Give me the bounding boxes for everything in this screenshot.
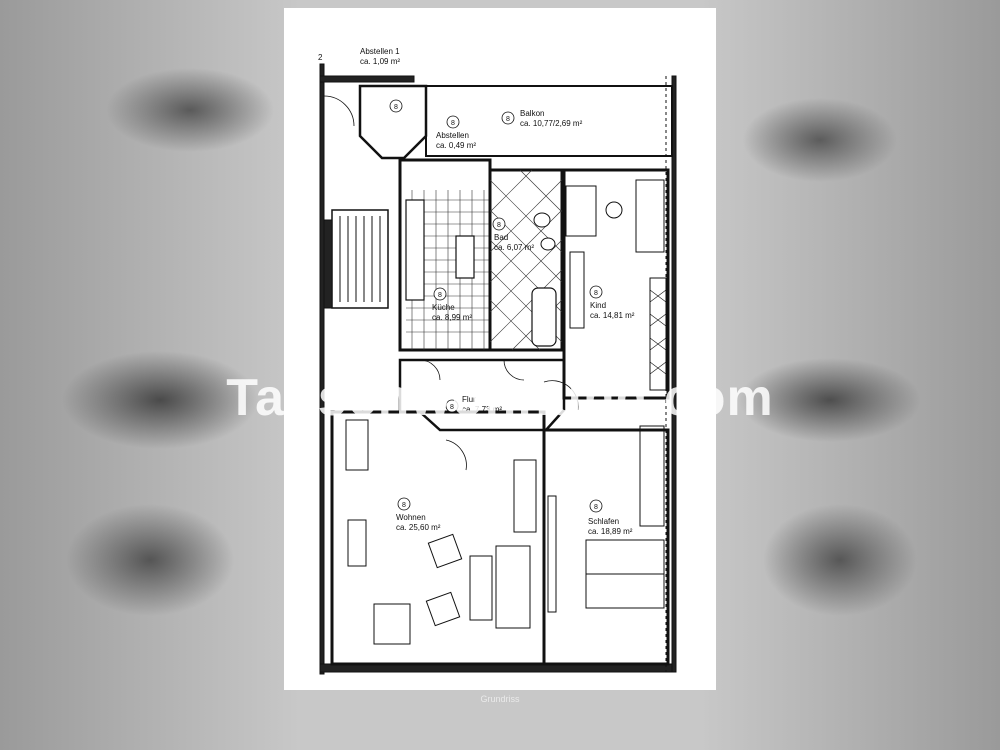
room-number-badge [446, 115, 460, 129]
room-number-badge [501, 111, 515, 125]
staircase [323, 209, 389, 309]
outer-wall-right [671, 75, 677, 673]
kind-shelf [569, 251, 585, 329]
schlafen-shelf [547, 495, 557, 613]
room-number: 8 [594, 290, 598, 297]
room-number: 8 [394, 104, 398, 111]
kind-chair [605, 201, 623, 219]
room-name-schlafen: Schlafen [588, 517, 619, 526]
room-number: 8 [450, 404, 454, 411]
room-name-kind: Kind [590, 301, 606, 310]
room-number: 8 [402, 502, 406, 509]
kind-wardrobe [649, 277, 667, 391]
room-name-abstellen1: Abstellen 1 [360, 47, 400, 56]
room-number-badge [492, 217, 506, 231]
kind-desk [565, 185, 597, 237]
sofa [495, 545, 531, 629]
room-number: 8 [506, 116, 510, 123]
room-name-kueche: Küche [432, 303, 455, 312]
room-area-flur: ca. 7,73 m² [462, 405, 502, 414]
room-number-badge [445, 399, 459, 413]
room-number-badge [589, 499, 603, 513]
abstellen-walls [358, 84, 428, 160]
bath-sink [533, 212, 551, 228]
room-area-abstellen: ca. 0,49 m² [436, 141, 476, 150]
room-area-kind: ca. 14,81 m² [590, 311, 635, 320]
room-number-badge [433, 287, 447, 301]
schlafen-wardrobe [639, 425, 665, 527]
watermark: Tauschwohnung.com [226, 369, 774, 427]
room-number-badge [389, 99, 403, 113]
room-name-flur: Flur [462, 395, 476, 404]
dining-table [373, 603, 411, 645]
room-name-bad: Bad [494, 233, 508, 242]
room-number: 8 [594, 504, 598, 511]
room-number: 8 [497, 222, 501, 229]
room-number-badge [397, 497, 411, 511]
room-number: 8 [438, 292, 442, 299]
room-area-wohnen: ca. 25,60 m² [396, 523, 441, 532]
wohnen-sideboard [347, 519, 367, 567]
wohnen-walls [330, 410, 546, 666]
room-area-balkon: ca. 10,77/2,69 m² [520, 119, 583, 128]
kitchen-counter [405, 199, 425, 301]
room-number: 8 [451, 120, 455, 127]
coffee-table [469, 555, 493, 621]
kitchen-table [455, 235, 475, 279]
image-caption: Grundriss [480, 694, 520, 704]
room-name-wohnen: Wohnen [396, 513, 426, 522]
room-name-abstellen: Abstellen [436, 131, 469, 140]
floor-plan: 2 Abstellen 1 ca. 1,09 m² Abstellen ca. … [318, 47, 677, 675]
entry-door [323, 95, 355, 127]
outer-wall-left [319, 63, 325, 675]
schlafen-walls [542, 428, 670, 666]
armchair-2 [425, 591, 461, 627]
wohnen-cabinet [345, 419, 369, 471]
plan-corner-mark: 2 [318, 53, 323, 62]
room-area-bad: ca. 6,07 m² [494, 243, 534, 252]
room-area-kueche: ca. 8,99 m² [432, 313, 472, 322]
room-name-balkon: Balkon [520, 109, 544, 118]
room-area-abstellen1: ca. 1,09 m² [360, 57, 400, 66]
kind-bed [635, 179, 665, 253]
bath-walls [488, 168, 564, 352]
bathtub [531, 287, 557, 347]
room-number-badge [589, 285, 603, 299]
armchair-1 [427, 533, 463, 569]
wohnen-shelf [513, 459, 537, 533]
room-area-schlafen: ca. 18,89 m² [588, 527, 633, 536]
kind-walls [562, 168, 670, 400]
